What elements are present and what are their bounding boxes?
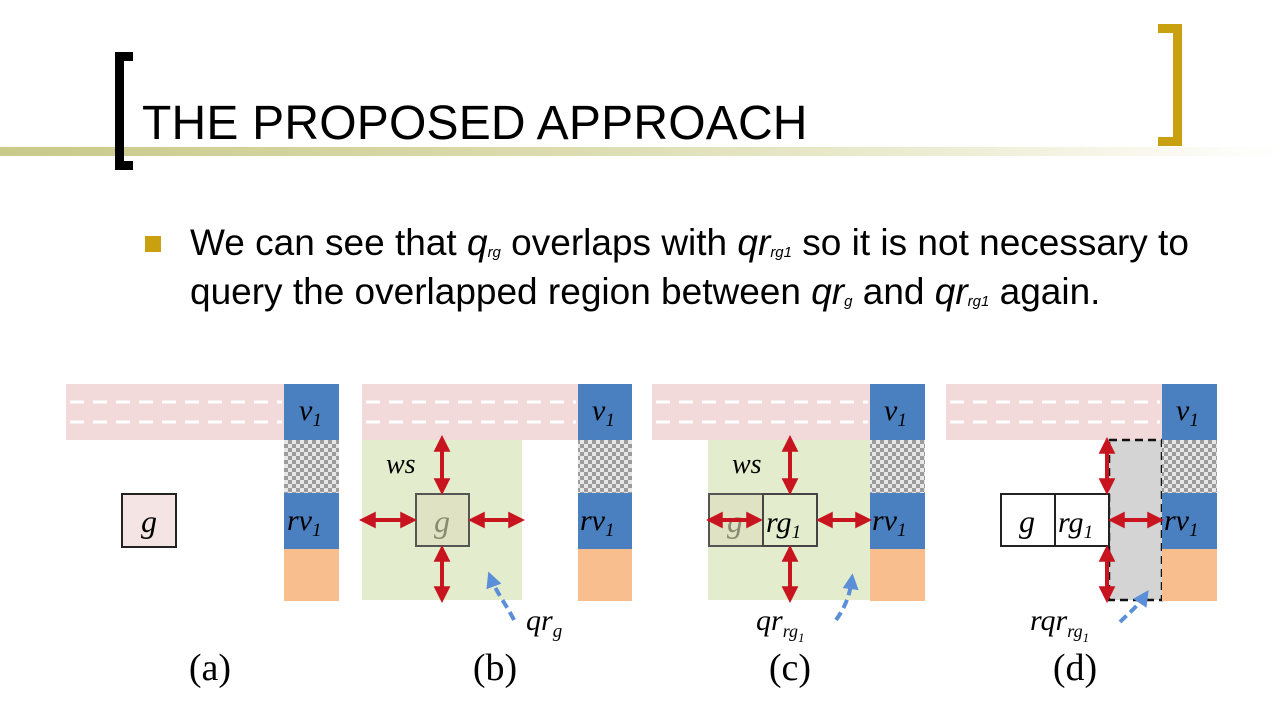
blue-dashed-arrow xyxy=(834,573,859,622)
vehicle-rv1 xyxy=(578,493,632,549)
road xyxy=(652,384,870,440)
vehicle-v1 xyxy=(870,384,925,440)
caption-d: (d) xyxy=(1053,647,1097,689)
cell-g xyxy=(1000,493,1056,547)
bullet-var-qr: qr xyxy=(737,222,771,263)
checker-segment xyxy=(870,440,925,493)
checker-segment xyxy=(1162,440,1217,493)
bullet-var-q: q xyxy=(466,222,488,263)
checker-segment xyxy=(284,440,339,493)
road xyxy=(946,384,1162,440)
slide-title: THE PROPOSED APPROACH xyxy=(142,97,808,150)
label-rg1: rg1 xyxy=(1058,506,1093,543)
left-bracket-decoration xyxy=(115,52,133,170)
right-bracket-decoration xyxy=(1158,24,1182,146)
label-rv1: rv1 xyxy=(580,504,615,541)
label-g: g xyxy=(141,503,157,539)
bullet-text-part: and xyxy=(852,271,935,312)
bullet-text-part: We can see that xyxy=(190,222,467,263)
bullet-text-part: again. xyxy=(989,271,1101,312)
bullet-square-icon xyxy=(145,236,161,252)
orange-segment xyxy=(284,549,339,601)
label-v1: v1 xyxy=(884,394,907,431)
vehicle-rv1 xyxy=(870,493,925,549)
panel-c: g rg1 ws v1 rv1 qrrg1 (c) xyxy=(652,384,925,689)
panel-d: g rg1 v1 rv1 rqrrg1 (d) xyxy=(946,384,1217,689)
vehicle-v1 xyxy=(1162,384,1217,440)
vehicle-rv1 xyxy=(1162,493,1217,549)
orange-segment xyxy=(1162,549,1217,601)
label-rv1: rv1 xyxy=(287,504,322,541)
label-g: g xyxy=(1019,503,1035,539)
vehicle-v1 xyxy=(578,384,632,440)
bullet-var-qr-sub: g xyxy=(844,293,853,310)
label-v1: v1 xyxy=(592,394,615,431)
bullet-var-qr-sub: rg1 xyxy=(770,244,792,261)
orange-segment xyxy=(578,549,632,601)
blue-dashed-arrow xyxy=(486,571,516,621)
title-band xyxy=(0,147,1280,156)
label-ws: ws xyxy=(732,449,762,480)
label-qrg: qrg xyxy=(526,604,562,642)
bullet-text-part: so it is not necessary to query the over… xyxy=(190,222,1189,312)
panel-b: g ws v1 rv1 qrg (b) xyxy=(358,384,632,689)
label-ws: ws xyxy=(386,449,416,480)
vehicle-rv1 xyxy=(284,493,339,549)
label-v1: v1 xyxy=(1176,394,1199,431)
orange-segment xyxy=(870,549,925,601)
vehicle-v1 xyxy=(284,384,339,440)
bullet-var-qr: qr xyxy=(811,271,845,312)
label-rv1: rv1 xyxy=(1164,504,1199,541)
road xyxy=(362,384,578,440)
bullet-text-part: overlaps with xyxy=(500,222,738,263)
bullet-var-q-sub: rg xyxy=(487,244,501,261)
cell-rg1 xyxy=(1054,493,1110,547)
bullet-var-qr-sub: rg1 xyxy=(967,293,990,310)
caption-b: (b) xyxy=(473,647,517,689)
label-qrrg1: qrrg1 xyxy=(756,604,805,645)
label-rqrrg1: rqrrg1 xyxy=(1030,604,1089,645)
road xyxy=(66,384,284,440)
checker-segment xyxy=(578,440,632,493)
blue-dashed-arrow xyxy=(1118,590,1149,624)
bullet-text: We can see that qrg overlaps with qrrg1 … xyxy=(190,218,1190,316)
label-g: g xyxy=(434,503,450,539)
label-rg1: rg1 xyxy=(766,506,801,543)
cell-g xyxy=(121,493,177,548)
panel-a: g v1 rv1 (a) xyxy=(66,384,339,689)
bullet-var-qr: qr xyxy=(934,271,968,312)
caption-c: (c) xyxy=(769,647,811,689)
caption-a: (a) xyxy=(189,647,231,689)
label-rv1: rv1 xyxy=(872,504,907,541)
label-v1: v1 xyxy=(299,394,322,431)
